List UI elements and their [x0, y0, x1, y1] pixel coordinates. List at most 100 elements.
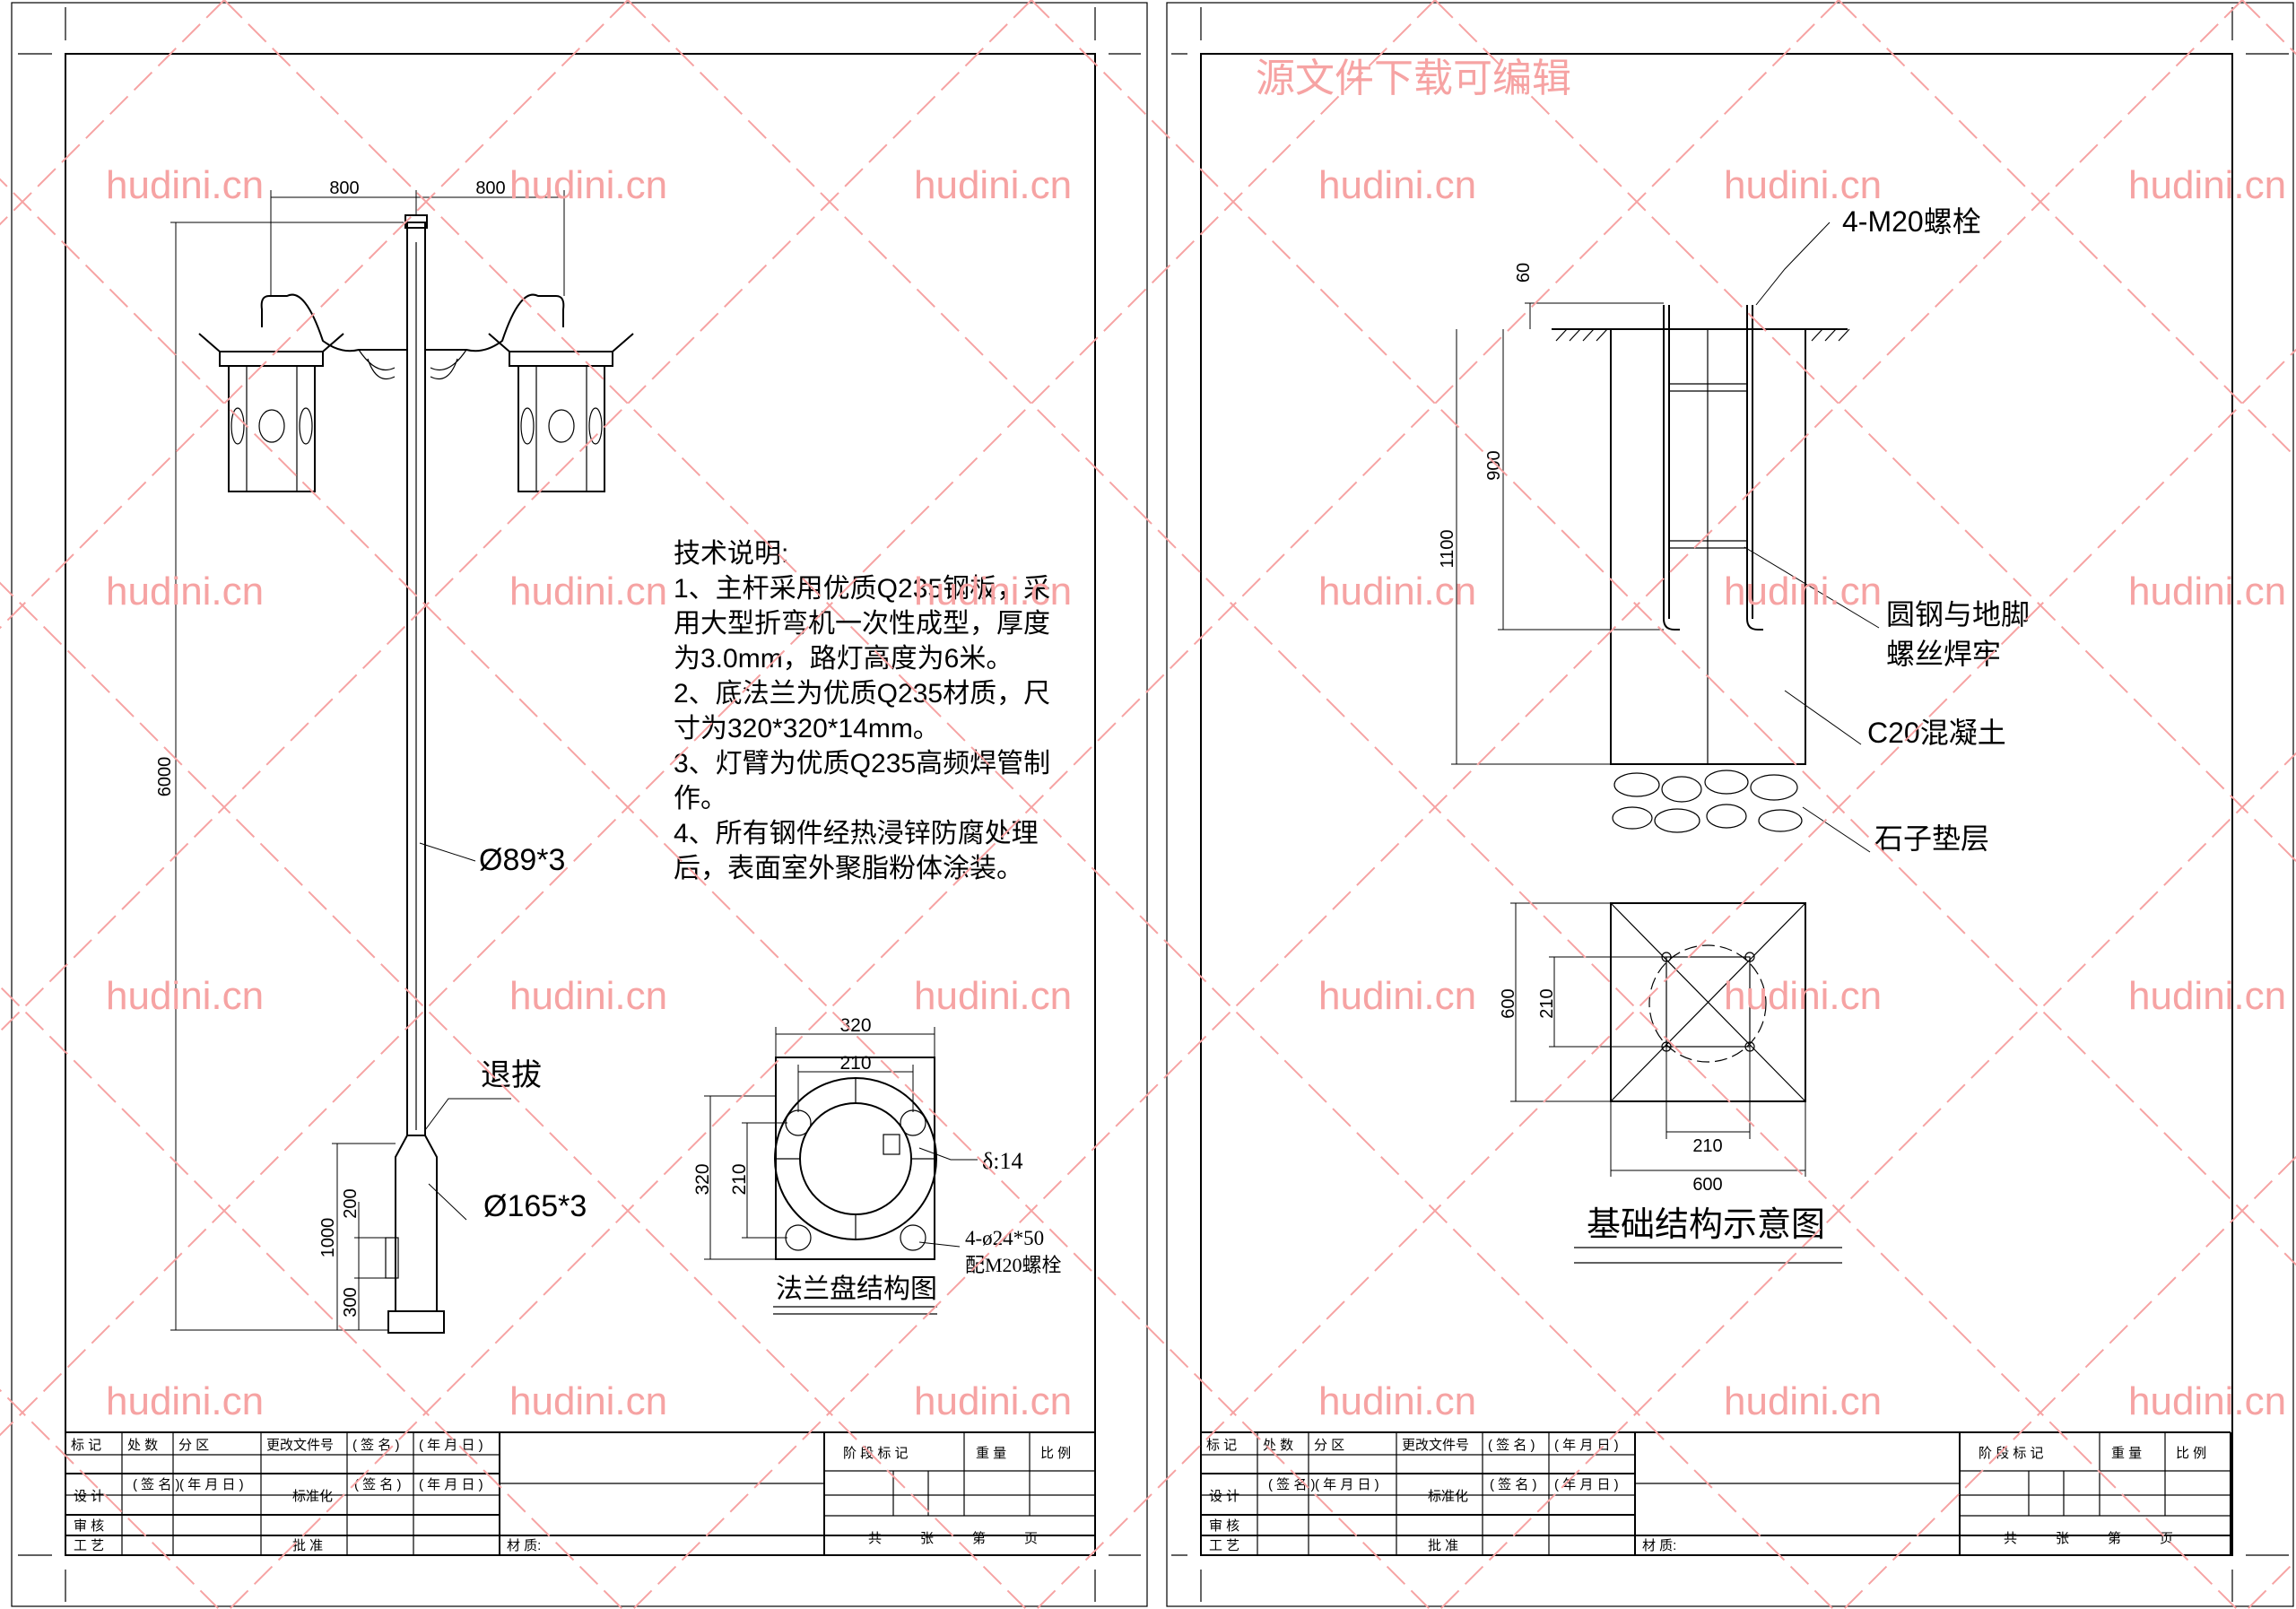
title-block-text: 比 例 [1040, 1446, 1071, 1461]
title-block-text: 张 [2056, 1531, 2069, 1546]
label-gravel: 石子垫层 [1874, 822, 1989, 855]
watermark-line [1036, 348, 2296, 1609]
watermark-text: hudini.cn [509, 163, 667, 207]
note-line: 4、所有钢件经热浸锌防腐处理 [674, 819, 1039, 848]
watermark-line [1838, 0, 2296, 459]
title-block-text: 分 区 [178, 1438, 209, 1453]
watermark-text: hudini.cn [2128, 570, 2286, 613]
watermark-line [0, 178, 1431, 1609]
title-block-text: 分 区 [1314, 1438, 1344, 1453]
lantern-right [488, 333, 634, 492]
title-block-text: 标 记 [71, 1438, 101, 1453]
label-concrete: C20混凝土 [1867, 717, 2006, 749]
title-block-text: 工 艺 [74, 1538, 104, 1553]
dim-arm-left: 800 [329, 178, 359, 198]
title-block-text: ( 签 名 ) [354, 1477, 402, 1492]
title-block-text: 设 计 [1209, 1489, 1239, 1504]
title-block-text: 处 数 [1263, 1438, 1293, 1453]
watermark-text: hudini.cn [1724, 974, 1882, 1018]
watermark-text: hudini.cn [914, 163, 1072, 207]
title-block-text: 标 记 [1206, 1438, 1237, 1453]
label-weld-1: 圆钢与地脚 [1886, 598, 2030, 631]
title-block-text: ( 年 月 日 ) [1554, 1438, 1619, 1453]
title-block-text: 更改文件号 [266, 1438, 334, 1453]
label-weld-2: 螺丝焊牢 [1886, 638, 2001, 670]
watermark-text: hudini.cn [106, 1379, 264, 1423]
title-block-text: 第 [972, 1530, 986, 1546]
title-block-text: ( 签 名 ) [352, 1438, 400, 1453]
dim-60: 60 [1514, 263, 1534, 283]
title-block-text: 更改文件号 [1402, 1438, 1469, 1453]
title-block-text: 材 质: [1642, 1538, 1676, 1553]
technical-notes: 技术说明:1、主杆采用优质Q235钢板，采用大型折弯机一次性成型，厚度为3.0m… [674, 539, 1050, 883]
watermark-line [2241, 0, 2296, 56]
watermark-text: hudini.cn [2128, 974, 2286, 1018]
watermark-line [229, 0, 1839, 1609]
dim-900: 900 [1484, 450, 1504, 480]
watermark-text: hudini.cn [1318, 1379, 1476, 1423]
note-line: 作。 [674, 784, 727, 813]
watermark-line [0, 0, 1032, 1033]
dim-300: 300 [341, 1287, 361, 1317]
title-block-text: 共 [868, 1531, 882, 1546]
title-block-text: 标准化 [1428, 1489, 1468, 1504]
title-block-text: 阶 段 标 记 [1979, 1446, 2044, 1461]
title-block-text: 共 [2004, 1531, 2017, 1546]
title-block-text: ( 年 月 日 ) [1315, 1477, 1379, 1492]
note-line: 1、主杆采用优质Q235钢板，采 [674, 574, 1050, 604]
label-taper: 退拔 [481, 1058, 542, 1092]
title-block-text: ( 签 名 ) [1490, 1477, 1537, 1492]
dim-base-height: 1000 [318, 1218, 338, 1258]
flange-width-inner: 210 [839, 1053, 871, 1074]
dim-arm-right: 800 [475, 178, 505, 198]
title-block-text: 重 量 [976, 1446, 1006, 1461]
left-sheet-frame [11, 2, 1148, 1607]
gravel-layer [1612, 770, 1803, 833]
title-block-text: ( 年 月 日 ) [419, 1477, 483, 1492]
watermark-text: hudini.cn [2128, 163, 2286, 207]
title-block-text: 比 例 [2176, 1446, 2206, 1461]
title-block-text: 审 核 [1209, 1518, 1239, 1534]
watermark-text: hudini.cn [509, 1379, 667, 1423]
watermark-line [0, 581, 1027, 1609]
title-block-text: ( 签 名 ) [1488, 1438, 1535, 1453]
watermark-text: hudini.cn [1318, 974, 1476, 1018]
title-block-text: 批 准 [1428, 1538, 1458, 1553]
lantern-left [198, 333, 344, 492]
watermark-text: hudini.cn [1724, 163, 1882, 207]
watermark-text: hudini.cn [914, 1379, 1072, 1423]
title-block-text: 张 [920, 1531, 934, 1546]
title-block-text: 工 艺 [1209, 1538, 1239, 1553]
foundation-section [1451, 222, 1880, 853]
watermark-line [627, 0, 2238, 1609]
title-block-text: ( 年 月 日 ) [419, 1438, 483, 1453]
note-line: 3、灯臂为优质Q235高频焊管制 [674, 749, 1050, 778]
watermark-line [223, 0, 1834, 1609]
dim-200: 200 [341, 1188, 361, 1218]
watermark-line [632, 0, 2243, 1609]
title-block-left: 标 记处 数分 区更改文件号( 签 名 )( 年 月 日 )设 计( 签 名 )… [65, 1431, 1096, 1556]
watermark-line [2247, 1559, 2296, 1609]
watermark-big: 源文件下载可编辑 [1256, 57, 1571, 100]
note-line: 用大型折弯机一次性成型，厚度 [674, 609, 1050, 639]
watermark-text: hudini.cn [1724, 1379, 1882, 1423]
watermark-text: hudini.cn [1318, 163, 1476, 207]
foundation-title: 基础结构示意图 [1587, 1206, 1825, 1244]
dim-height: 6000 [155, 757, 175, 797]
watermark-text: hudini.cn [1724, 570, 1882, 613]
title-block-text: 页 [1024, 1531, 1038, 1546]
flange-height-outer: 320 [692, 1163, 713, 1195]
watermark-text: hudini.cn [106, 163, 264, 207]
flange-width-outer: 320 [839, 1015, 871, 1036]
watermark-text: hudini.cn [106, 974, 264, 1018]
label-pole-lower: Ø165*3 [483, 1189, 587, 1223]
flange-bolts: 配M20螺栓 [965, 1254, 1062, 1276]
watermark-line [1843, 1155, 2296, 1609]
watermark-line [0, 985, 623, 1609]
title-block-text: 审 核 [74, 1518, 104, 1534]
flange-thickness: δ:14 [982, 1148, 1022, 1174]
foundation-plan [1510, 902, 1842, 1264]
watermark-line [1434, 0, 2296, 863]
